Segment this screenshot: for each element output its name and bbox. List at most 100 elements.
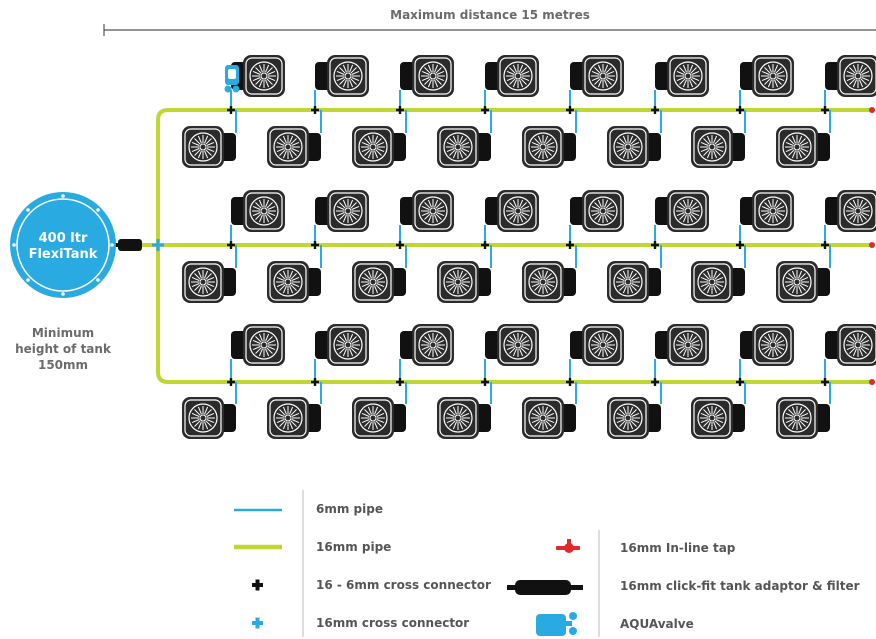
pot — [740, 55, 794, 97]
pot — [182, 397, 236, 439]
tap-end-top — [869, 107, 875, 113]
pot — [740, 190, 794, 232]
cross-connector — [481, 378, 489, 386]
cross-connector — [396, 378, 404, 386]
pot — [400, 190, 454, 232]
min-height-line2: height of tank — [15, 342, 112, 356]
pot — [231, 55, 285, 97]
pot — [570, 55, 624, 97]
pot — [607, 261, 661, 303]
min-height-note: Minimum height of tank 150mm — [15, 326, 112, 372]
pot — [570, 324, 624, 366]
pot — [231, 324, 285, 366]
cross-connector — [311, 106, 319, 114]
pot — [400, 324, 454, 366]
legend-blue-cross-icon — [252, 617, 263, 629]
cross-connector — [566, 241, 574, 249]
pot — [607, 126, 661, 168]
pot — [437, 397, 491, 439]
pot — [522, 261, 576, 303]
legend-inline-tap-icon — [556, 539, 580, 553]
cross-connector — [821, 106, 829, 114]
cross-connector — [481, 241, 489, 249]
distance-dimension: Maximum distance 15 metres — [103, 8, 876, 36]
legend-6mm-pipe-label: 6mm pipe — [316, 502, 383, 516]
pot — [825, 324, 876, 366]
pot — [655, 55, 709, 97]
flexitank: 400 ltr FlexiTank — [10, 192, 116, 298]
pot — [655, 324, 709, 366]
distance-label: Maximum distance 15 metres — [390, 8, 590, 22]
pot — [485, 55, 539, 97]
legend-aquavalve-label: AQUAvalve — [620, 617, 694, 631]
legend-black-cross-icon — [252, 579, 263, 591]
pot — [182, 261, 236, 303]
cross-connector — [566, 378, 574, 386]
pot — [776, 261, 830, 303]
pot — [655, 190, 709, 232]
pot — [352, 126, 406, 168]
tap-end-bottom — [869, 379, 875, 385]
pot — [691, 126, 745, 168]
pot — [522, 397, 576, 439]
legend-tank-adaptor-label: 16mm click-fit tank adaptor & filter — [620, 579, 860, 593]
pot — [315, 324, 369, 366]
pot — [825, 55, 876, 97]
pot — [691, 261, 745, 303]
tank-name-label: FlexiTank — [29, 247, 98, 262]
pot — [400, 55, 454, 97]
cross-connector — [227, 378, 235, 386]
pot — [485, 324, 539, 366]
pot — [267, 397, 321, 439]
pot — [776, 397, 830, 439]
pot — [315, 190, 369, 232]
tap-end-middle — [869, 242, 875, 248]
cross-connector — [481, 106, 489, 114]
blue-cross-connector-icon — [152, 239, 164, 251]
cross-connector — [227, 106, 235, 114]
pot — [267, 126, 321, 168]
tank-capacity-label: 400 ltr — [39, 231, 88, 246]
cross-connector — [651, 241, 659, 249]
pot — [231, 190, 285, 232]
pot — [776, 126, 830, 168]
legend-16mm-pipe-label: 16mm pipe — [316, 540, 392, 554]
pot — [315, 55, 369, 97]
cross-connector — [736, 241, 744, 249]
aquavalve-icon — [224, 65, 240, 93]
pot — [607, 397, 661, 439]
pot — [437, 261, 491, 303]
legend-tank-adaptor-icon — [507, 580, 583, 595]
inline-taps — [869, 107, 875, 385]
legend-cross-16-6mm-label: 16 - 6mm cross connector — [316, 578, 491, 592]
legend-cross-16mm-label: 16mm cross connector — [316, 616, 470, 630]
pot — [485, 190, 539, 232]
cross-connector — [227, 241, 235, 249]
pot — [267, 261, 321, 303]
tank-adaptor-icon — [112, 239, 142, 251]
cross-connector — [566, 106, 574, 114]
cross-connector — [821, 378, 829, 386]
cross-connector — [736, 378, 744, 386]
cross-connector — [736, 106, 744, 114]
cross-connector — [651, 378, 659, 386]
cross-connector — [651, 106, 659, 114]
pot — [740, 324, 794, 366]
cross-connector — [396, 241, 404, 249]
min-height-line1: Minimum — [32, 326, 94, 340]
cross-connector — [311, 241, 319, 249]
pot — [437, 126, 491, 168]
pot — [182, 126, 236, 168]
cross-connector — [311, 378, 319, 386]
pot — [352, 397, 406, 439]
cross-connector — [821, 241, 829, 249]
legend-aquavalve-icon — [536, 612, 577, 636]
legend-inline-tap-label: 16mm In-line tap — [620, 541, 736, 555]
pot — [570, 190, 624, 232]
pot — [522, 126, 576, 168]
cross-connector — [396, 106, 404, 114]
pot — [691, 397, 745, 439]
pot — [825, 190, 876, 232]
min-height-line3: 150mm — [38, 358, 88, 372]
